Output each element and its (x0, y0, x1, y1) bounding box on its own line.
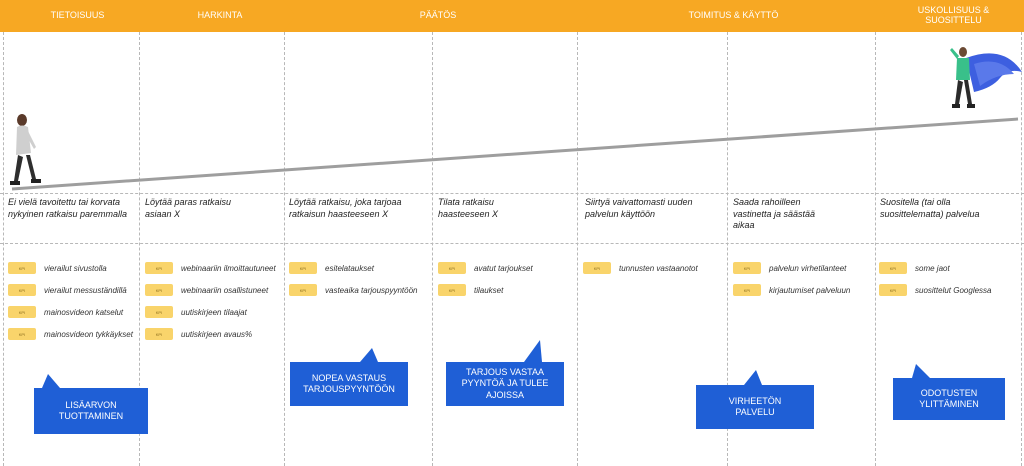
kpi-badge: KPI (289, 262, 317, 274)
stage-decision: PÄÄTÖS (283, 0, 593, 32)
kpi-badge: KPI (8, 328, 36, 340)
callout-exceed-expectations: ODOTUSTEN YLITTÄMINEN (893, 378, 1005, 420)
kpi-label: esitelataukset (325, 263, 374, 273)
stage-loyalty: USKOLLISUUS & SUOSITTELU (873, 0, 1024, 32)
kpi-item: KPI webinaariin osallistuneet (145, 283, 268, 297)
column-divider (3, 32, 4, 466)
kpi-label: some jaot (915, 263, 950, 273)
kpi-label: tilaukset (474, 285, 504, 295)
kpi-label: webinaariin osallistuneet (181, 285, 269, 295)
kpi-label: suosittelut Googlessa (915, 285, 992, 295)
stage-awareness: TIETOISUUS (0, 0, 155, 32)
goal-text: Löytää paras ratkaisu asiaan X (145, 197, 232, 219)
kpi-badge: KPI (145, 262, 173, 274)
kpi-item: KPI vierailut messuständillä (8, 283, 127, 297)
kpi-label: mainosvideon tykkäykset (44, 329, 133, 339)
column-divider (577, 32, 578, 466)
kpi-label: avatut tarjoukset (474, 263, 533, 273)
callout-text: LISÄARVON TUOTTAMINEN (58, 399, 124, 421)
kpi-label: mainosvideon katselut (44, 307, 124, 317)
goal-text: Siirtyä vaivattomasti uuden palvelun käy… (585, 197, 693, 219)
column-divider (727, 32, 728, 466)
callout-added-value: LISÄARVON TUOTTAMINEN (34, 388, 148, 434)
kpi-label: vierailut sivustolla (44, 263, 107, 273)
kpi-badge: KPI (8, 262, 36, 274)
stage-label: USKOLLISUUS & SUOSITTELU (917, 5, 990, 25)
kpi-badge: KPI (145, 306, 173, 318)
kpi-badge: KPI (8, 306, 36, 318)
kpi-badge: KPI (145, 328, 173, 340)
kpi-item: KPI suosittelut Googlessa (879, 283, 992, 297)
kpi-item: KPI mainosvideon katselut (8, 305, 123, 319)
goal-text: Suositella (tai olla suosittelematta) pa… (880, 197, 980, 219)
journey-path-line (11, 117, 1019, 191)
kpi-item: KPI esitelataukset (289, 261, 374, 275)
column-divider (432, 32, 433, 466)
callout-fast-response: NOPEA VASTAUS TARJOUSPYYNTÖÖN (290, 362, 408, 406)
kpi-item: KPI webinaariin ilmoittautuneet (145, 261, 276, 275)
stage-label: TIETOISUUS (50, 10, 105, 21)
kpi-item: KPI palvelun virhetilanteet (733, 261, 846, 275)
goal-text: Löytää ratkaisu, joka tarjoaa ratkaisun … (289, 197, 402, 219)
callout-tail (524, 340, 542, 362)
kpi-badge: KPI (438, 284, 466, 296)
kpi-badge: KPI (733, 262, 761, 274)
callout-text: ODOTUSTEN YLITTÄMINEN (919, 387, 979, 409)
callout-flawless-service: VIRHEETÖN PALVELU (696, 385, 814, 429)
kpi-label: tunnusten vastaanotot (619, 263, 698, 273)
kpi-item: KPI vasteaika tarjouspyyntöön (289, 283, 418, 297)
kpi-label: uutiskirjeen tilaajat (181, 307, 247, 317)
superhero-illustration (950, 47, 1022, 108)
kpi-label: kirjautumiset palveluun (769, 285, 851, 295)
kpi-badge: KPI (879, 262, 907, 274)
column-divider (139, 32, 140, 466)
goal-text: Saada rahoilleen vastinetta ja säästää a… (733, 197, 816, 231)
kpi-item: KPI kirjautumiset palveluun (733, 283, 850, 297)
column-divider (284, 32, 285, 466)
kpi-badge: KPI (438, 262, 466, 274)
walking-person-illustration (10, 114, 41, 185)
kpi-badge: KPI (289, 284, 317, 296)
kpi-item: KPI uutiskirjeen avaus% (145, 327, 252, 341)
stage-label: PÄÄTÖS (419, 10, 457, 21)
callout-tail (360, 348, 378, 362)
row-divider (0, 243, 1024, 244)
kpi-item: KPI mainosvideon tykkäykset (8, 327, 133, 341)
column-divider (1021, 32, 1022, 466)
kpi-label: vasteaika tarjouspyyntöön (325, 285, 418, 295)
kpi-badge: KPI (879, 284, 907, 296)
kpi-badge: KPI (583, 262, 611, 274)
kpi-badge: KPI (8, 284, 36, 296)
kpi-label: palvelun virhetilanteet (769, 263, 847, 273)
callout-tail (42, 374, 60, 388)
stage-label: TOIMITUS & KÄYTTÖ (688, 10, 779, 21)
kpi-badge: KPI (733, 284, 761, 296)
kpi-item: KPI some jaot (879, 261, 950, 275)
kpi-item: KPI uutiskirjeen tilaajat (145, 305, 247, 319)
kpi-label: webinaariin ilmoittautuneet (181, 263, 276, 273)
callout-offer-on-time: TARJOUS VASTAA PYYNTÖÄ JA TULEE AJOISSA (446, 362, 564, 406)
kpi-label: uutiskirjeen avaus% (181, 329, 253, 339)
row-divider (0, 193, 1024, 194)
kpi-item: KPI tilaukset (438, 283, 503, 297)
stage-delivery-use: TOIMITUS & KÄYTTÖ (576, 0, 891, 32)
kpi-item: KPI avatut tarjoukset (438, 261, 533, 275)
kpi-item: KPI tunnusten vastaanotot (583, 261, 698, 275)
stage-label: HARKINTA (197, 10, 243, 21)
callout-text: NOPEA VASTAUS TARJOUSPYYNTÖÖN (303, 372, 395, 394)
goal-text: Tilata ratkaisu haasteeseen X (438, 197, 499, 219)
kpi-item: KPI vierailut sivustolla (8, 261, 107, 275)
callout-tail (744, 370, 762, 385)
stage-consideration: HARKINTA (140, 0, 300, 32)
callout-text: TARJOUS VASTAA PYYNTÖÄ JA TULEE AJOISSA (461, 367, 549, 400)
kpi-label: vierailut messuständillä (44, 285, 127, 295)
goal-text: Ei vielä tavoitettu tai korvata nykyinen… (8, 197, 128, 219)
callout-text: VIRHEETÖN PALVELU (728, 395, 782, 417)
column-divider (875, 32, 876, 466)
callout-tail (912, 364, 930, 378)
kpi-badge: KPI (145, 284, 173, 296)
